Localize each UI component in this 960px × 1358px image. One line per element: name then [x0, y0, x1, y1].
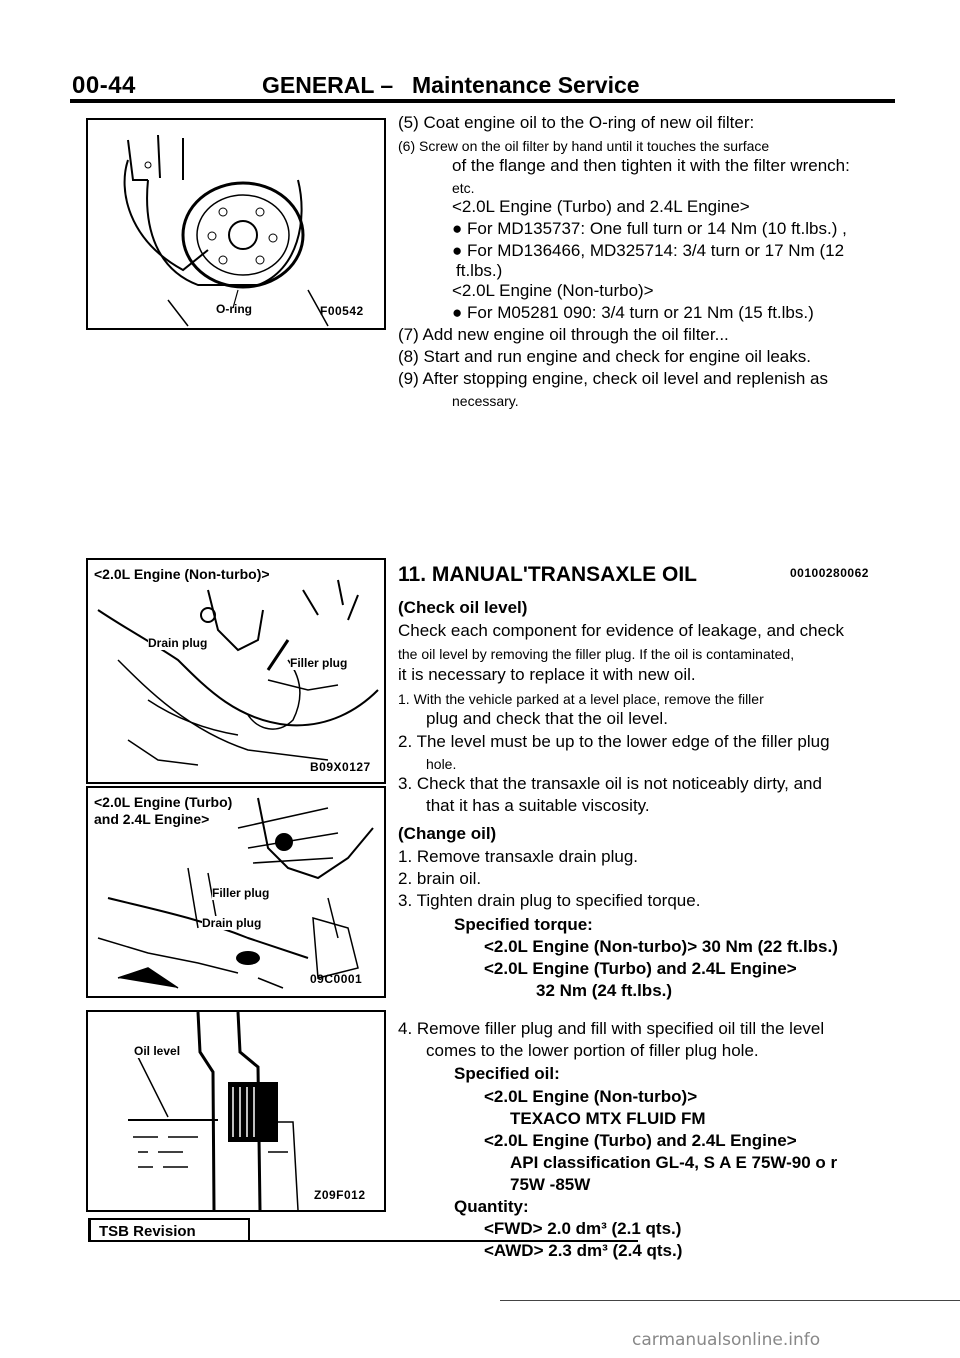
- filler-plug-label: Filler plug: [290, 656, 348, 670]
- figure-heading-line1: <2.0L Engine (Turbo): [94, 794, 233, 810]
- check-step-1b: plug and check that the oil level.: [426, 709, 668, 728]
- change-step-4b: comes to the lower portion of filler plu…: [426, 1041, 759, 1060]
- oil-spec-1: <2.0L Engine (Non-turbo)>: [484, 1087, 698, 1106]
- check-paragraph-1: Check each component for evidence of lea…: [398, 621, 845, 640]
- change-oil-heading: (Change oil): [398, 824, 497, 843]
- figure-oil-filter: O-ring F00542: [86, 118, 386, 330]
- oil-filter-step-9b: necessary.: [452, 393, 519, 409]
- oil-spec-2: TEXACO MTX FLUID FM: [510, 1109, 706, 1128]
- oil-filter-step-7: (7) Add new engine oil through the oil f…: [398, 325, 729, 344]
- change-step-4a: 4. Remove filler plug and fill with spec…: [398, 1019, 825, 1038]
- oil-filter-illustration: [123, 134, 329, 327]
- page-code: 00-44: [72, 72, 136, 99]
- figure-code: 09C0001: [310, 972, 363, 986]
- transaxle-turbo-illustration: [97, 797, 374, 989]
- figure-heading-line2: and 2.4L Engine>: [94, 811, 210, 827]
- spec-turbo-bullet-2-text: For MD136466, MD325714: 3/4 turn or 17 N…: [467, 241, 845, 260]
- oil-spec-5: 75W -85W: [510, 1175, 591, 1194]
- change-step-2: 2. brain oil.: [398, 869, 482, 888]
- footer-rule: [500, 1300, 960, 1301]
- figure-heading: <2.0L Engine (Non-turbo)>: [94, 566, 270, 582]
- section-code: 00100280062: [790, 566, 869, 580]
- check-oil-heading: (Check oil level): [398, 598, 528, 617]
- oil-filter-step-5: (5) Coat engine oil to the O-ring of new…: [398, 113, 755, 132]
- check-paragraph-2: the oil level by removing the filler plu…: [398, 646, 795, 662]
- drain-plug-label: Drain plug: [202, 916, 262, 930]
- figure-oil-level: Oil level Z09F012: [86, 1010, 386, 1212]
- spec-turbo-bullet-2-cont: ft.lbs.): [456, 261, 503, 280]
- torque-spec-2: <2.0L Engine (Turbo) and 2.4L Engine>: [484, 959, 797, 978]
- figure-code: Z09F012: [314, 1188, 366, 1202]
- tsb-revision-box: TSB Revision: [88, 1218, 250, 1242]
- spec-non-turbo-heading: <2.0L Engine (Non-turbo)>: [452, 281, 654, 300]
- spec-non-turbo-bullet: ● For M05281 090: 3/4 turn or 21 Nm (15 …: [452, 303, 814, 322]
- torque-spec-3: 32 Nm (24 ft.lbs.): [536, 981, 673, 1000]
- watermark: carmanualsonline.info: [632, 1330, 821, 1350]
- oil-spec-4: API classification GL-4, S A E 75W-90 o …: [510, 1153, 838, 1172]
- header-rule: [70, 99, 895, 103]
- figure-transaxle-non-turbo: <2.0L Engine (Non-turbo)> Drain plug Fil…: [86, 558, 386, 784]
- spec-turbo-heading: <2.0L Engine (Turbo) and 2.4L Engine>: [452, 197, 750, 216]
- oil-level-illustration: [128, 1012, 299, 1210]
- spec-turbo-bullet-1: ● For MD135737: One full turn or 14 Nm (…: [452, 219, 847, 238]
- filler-plug-label: Filler plug: [212, 886, 270, 900]
- figure-transaxle-turbo: <2.0L Engine (Turbo) and 2.4L Engine> Fi…: [86, 786, 386, 998]
- change-step-3: 3. Tighten drain plug to specified torqu…: [398, 891, 701, 910]
- quantity-fwd: <FWD> 2.0 dm³ (2.1 qts.): [484, 1219, 682, 1238]
- figure-code: B09X0127: [310, 760, 371, 774]
- check-step-3b: that it has a suitable viscosity.: [426, 796, 650, 815]
- torque-spec-1: <2.0L Engine (Non-turbo)> 30 Nm (22 ft.l…: [484, 937, 838, 956]
- oil-spec-heading: Specified oil:: [454, 1064, 560, 1083]
- check-step-2a: 2. The level must be up to the lower edg…: [398, 732, 830, 751]
- quantity-heading: Quantity:: [454, 1197, 529, 1216]
- torque-heading: Specified torque:: [454, 915, 593, 934]
- check-step-3a: 3. Check that the transaxle oil is not n…: [398, 774, 822, 793]
- tsb-revision-line: [250, 1240, 638, 1242]
- oil-filter-step-6a: (6) Screw on the oil filter by hand unti…: [398, 138, 770, 154]
- oil-filter-etc: etc.: [452, 180, 475, 196]
- spec-turbo-bullet-2: ● For MD136466, MD325714: 3/4 turn or 17…: [452, 241, 845, 260]
- drain-plug-label: Drain plug: [148, 636, 208, 650]
- oil-filter-step-6b: of the flange and then tighten it with t…: [452, 156, 850, 175]
- figure-code: F00542: [320, 304, 364, 318]
- oil-level-label: Oil level: [134, 1044, 181, 1058]
- spec-non-turbo-bullet-text: For M05281 090: 3/4 turn or 21 Nm (15 ft…: [467, 303, 814, 322]
- oil-spec-3: <2.0L Engine (Turbo) and 2.4L Engine>: [484, 1131, 797, 1150]
- o-ring-label: O-ring: [216, 302, 252, 316]
- check-step-1a: 1. With the vehicle parked at a level pl…: [398, 691, 764, 707]
- transaxle-non-turbo-illustration: [97, 579, 379, 766]
- check-paragraph-3: it is necessary to replace it with new o…: [398, 665, 696, 684]
- change-step-1: 1. Remove transaxle drain plug.: [398, 847, 639, 866]
- spec-turbo-bullet-1-text: For MD135737: One full turn or 14 Nm (10…: [467, 219, 847, 238]
- quantity-awd: <AWD> 2.3 dm³ (2.4 qts.): [484, 1241, 683, 1260]
- section-subtitle: Maintenance Service: [412, 72, 640, 98]
- section-title: GENERAL –: [262, 72, 394, 98]
- section-heading: 11. MANUAL'TRANSAXLE OIL: [398, 563, 698, 586]
- oil-filter-step-9a: (9) After stopping engine, check oil lev…: [398, 369, 828, 388]
- check-step-2b: hole.: [426, 756, 457, 772]
- oil-filter-step-8: (8) Start and run engine and check for e…: [398, 347, 811, 366]
